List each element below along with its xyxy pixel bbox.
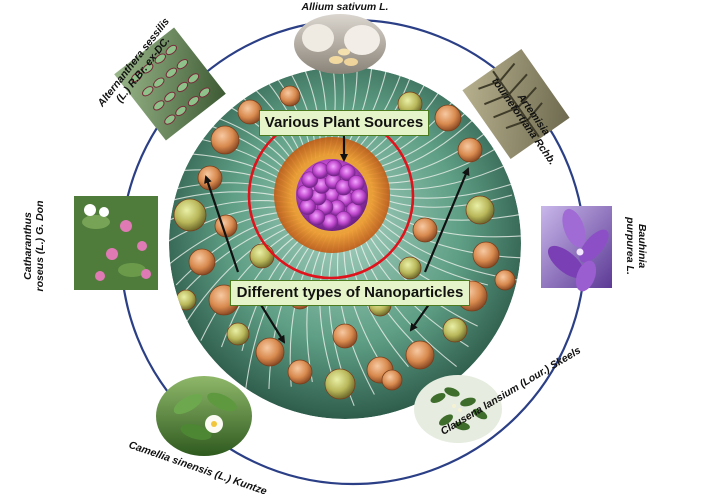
core-bump (301, 171, 319, 189)
nanoparticle (398, 256, 422, 280)
fiber (309, 67, 336, 156)
plant-image-allium (294, 14, 386, 74)
nanoparticle (173, 198, 207, 232)
nanoparticle (434, 104, 462, 132)
nanoparticle (405, 340, 435, 370)
plant-image-alternanthera (114, 27, 226, 141)
nanoparticle (210, 125, 240, 155)
core-bump (335, 211, 352, 228)
nanoparticle (457, 137, 483, 163)
label-catharanthus: Catharanthus roseus (L.) G. Don (22, 192, 46, 300)
nanoparticle (226, 322, 250, 346)
label-bauhinia-line1: Bauhinia (636, 223, 648, 269)
label-bauhinia-line2: purpurea L. (624, 217, 636, 275)
plant-image-clausena (414, 375, 502, 443)
fiber (207, 67, 310, 163)
core-bump (299, 198, 316, 215)
plant-image-bauhinia (541, 206, 612, 292)
nanoparticle (472, 241, 500, 269)
label-bauhinia: Bauhinia purpurea L. (624, 211, 648, 281)
arrows (204, 136, 470, 344)
central-nanoparticle (274, 137, 390, 253)
arrow-lower-left (257, 299, 286, 344)
nanoparticle (381, 369, 403, 391)
core-bump (350, 188, 368, 206)
plant-image-artemisia (462, 48, 570, 160)
nanoparticle (175, 289, 197, 311)
nanoparticle (442, 317, 468, 343)
fiber (347, 67, 419, 159)
various-plant-sources-label: Various Plant Sources (259, 110, 429, 136)
nanoparticle (255, 337, 285, 367)
core-bump (312, 162, 329, 179)
nanoparticle-types-label: Different types of Nanoparticles (230, 280, 470, 306)
core-bump (338, 164, 356, 182)
nanoparticle (465, 195, 495, 225)
core-bump (348, 175, 365, 192)
nanoparticle (324, 368, 356, 400)
nanoparticle (188, 248, 216, 276)
nanoparticle (332, 323, 358, 349)
plant-image-catharanthus (74, 196, 158, 290)
nanoparticle (494, 269, 516, 291)
arrow-upper-right (423, 167, 470, 273)
label-catharanthus-line2: roseus (L.) G. Don (34, 200, 46, 292)
label-allium: Allium sativum L. (301, 1, 389, 13)
nanoparticle (279, 85, 301, 107)
nanoparticle (287, 359, 313, 385)
plant-image-camellia (156, 376, 252, 456)
nanoparticle (412, 217, 438, 243)
arrow-upper-left (204, 175, 240, 273)
label-catharanthus-line1: Catharanthus (22, 212, 34, 280)
nanoparticle (249, 243, 275, 269)
core-bump (308, 208, 326, 226)
